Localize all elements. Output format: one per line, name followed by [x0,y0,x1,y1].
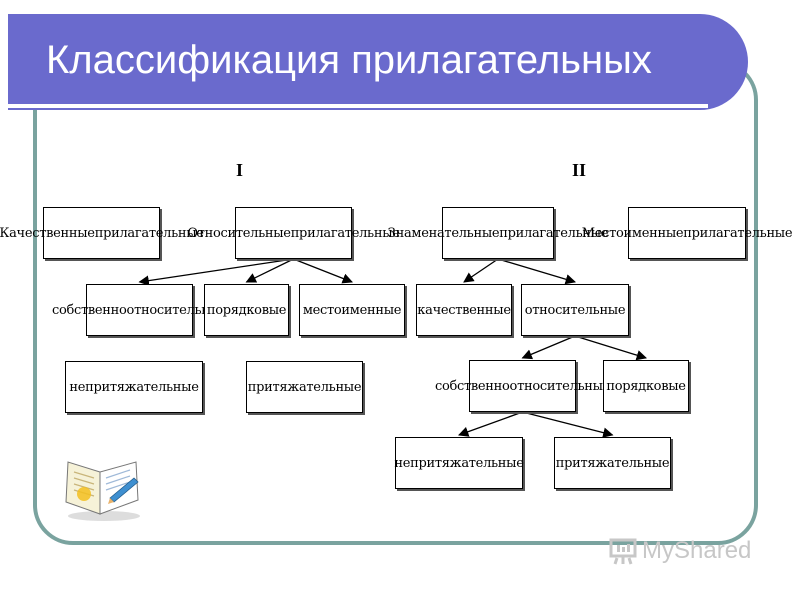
node-line: качественные [417,302,511,318]
node-line: притяжательные [247,379,362,395]
node-line: относительные [524,302,626,318]
node-line: порядковые [206,302,287,318]
presentation-icon [609,538,637,565]
edge-arrow [497,258,576,285]
node-line: местоименные [302,302,402,318]
node-line: относительные [126,302,228,318]
node-line: Относительные [187,225,291,241]
node-line: притяжательные [555,455,670,471]
edge-arrow [574,335,647,361]
node-line: Качественные [0,225,95,241]
node-otnositelnye: Относительные прилагательные [187,207,400,259]
node-sobstvenno-otn-1: собственно относительные [52,284,227,336]
title-bar [8,14,748,110]
open-book-icon [65,461,140,521]
node-neprityazhatelnye-1: непритяжательные [65,361,203,413]
node-prityazhatelnye-1: притяжательные [246,361,363,413]
node-mestoimennye-1: местоименные [299,284,405,336]
edge-arrow [293,258,353,284]
page-title: Классификация прилагательных [46,38,652,82]
watermark-text: MyShared [642,537,752,564]
group-label-second: II [572,160,587,180]
edge-arrow [463,258,499,283]
edge-arrow [458,411,523,437]
node-line: прилагательные [94,225,204,241]
node-line: собственно [51,302,127,318]
node-neprityazhatelnye-2: непритяжательные [394,437,524,489]
node-poryadkovye-1: порядковые [204,284,289,336]
node-line: порядковые [606,378,686,394]
node-line: Местоименные [581,225,684,241]
watermark: MyShared [608,536,751,566]
node-otnositelnye-2: относительные [521,284,629,336]
node-line: относительные [509,378,611,394]
edge-arrow [245,258,294,283]
node-line: прилагательные [290,225,400,241]
node-line: Знаменательные [387,225,500,241]
group-label-first: I [236,160,244,180]
node-sobstvenno-otn-2: собственно относительные [435,360,610,412]
edge-arrow [522,411,614,438]
edge-arrow [521,335,576,360]
node-prityazhatelnye-2: притяжательные [554,437,671,489]
node-poryadkovye-2: порядковые [603,360,689,412]
node-line: собственно [434,378,510,394]
node-mestoimennye-prilag: Местоименные прилагательные [582,207,793,259]
title-underline [8,104,708,108]
node-znamenatelnye: Знаменательные прилагательные [388,207,609,259]
node-line: непритяжательные [69,379,199,395]
node-line: прилагательные [499,225,609,241]
edge-arrow [138,258,294,286]
node-kachestvennye: Качественные прилагательные [0,207,204,259]
node-line: прилагательные [683,225,793,241]
node-line: непритяжательные [394,455,524,471]
node-kachestvennye-2: качественные [416,284,512,336]
